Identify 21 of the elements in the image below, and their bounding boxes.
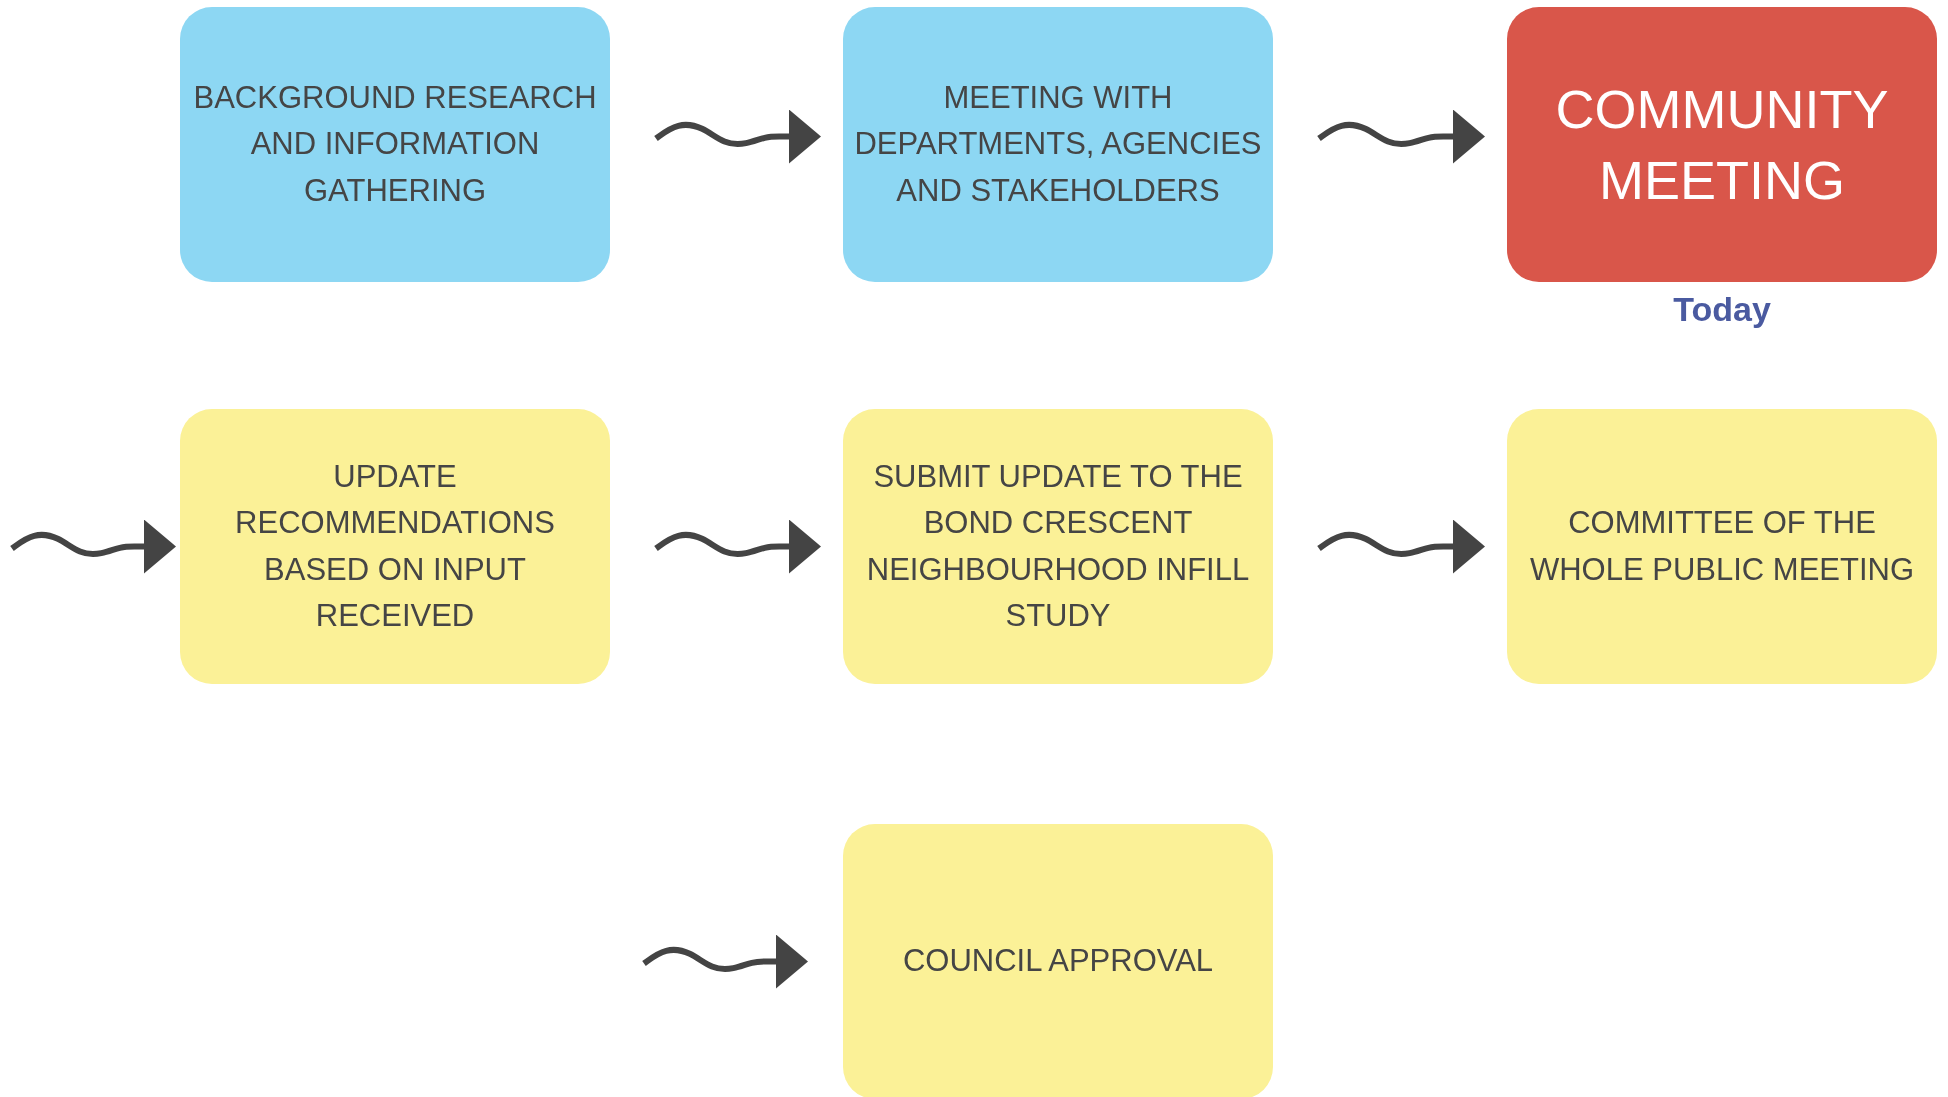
step-label: MEETING WITH DEPARTMENTS, AGENCIES AND STAKEHOLDERS: [853, 78, 1263, 210]
step-label: SUBMIT UPDATE TO THE BOND CRESCENT NEIGHBOURHOOD INFILL STUDY: [865, 457, 1251, 635]
arrow: [654, 519, 821, 574]
arrow: [642, 934, 808, 989]
step-label: COMMUNITY MEETING: [1554, 78, 1890, 212]
step-label: COMMITTEE OF THE WHOLE PUBLIC MEETING: [1528, 504, 1916, 589]
status-note: Today: [1672, 290, 1772, 329]
process-box: [180, 409, 610, 684]
process-box: [843, 7, 1273, 282]
process-box: [843, 409, 1273, 684]
arrow: [1317, 109, 1485, 164]
step-label: COUNCIL APPROVAL: [902, 942, 1214, 981]
arrow: [1317, 519, 1485, 574]
step-label: UPDATE RECOMMENDATIONS BASED ON INPUT RECEIVED: [234, 457, 556, 635]
step-label: BACKGROUND RESEARCH AND INFORMATION GATHERING: [192, 78, 598, 210]
arrow: [10, 519, 176, 574]
process-box: [843, 824, 1273, 1097]
process-box: [1507, 409, 1937, 684]
arrow: [654, 109, 821, 164]
process-box: [180, 7, 610, 282]
process-box: [1507, 7, 1937, 282]
